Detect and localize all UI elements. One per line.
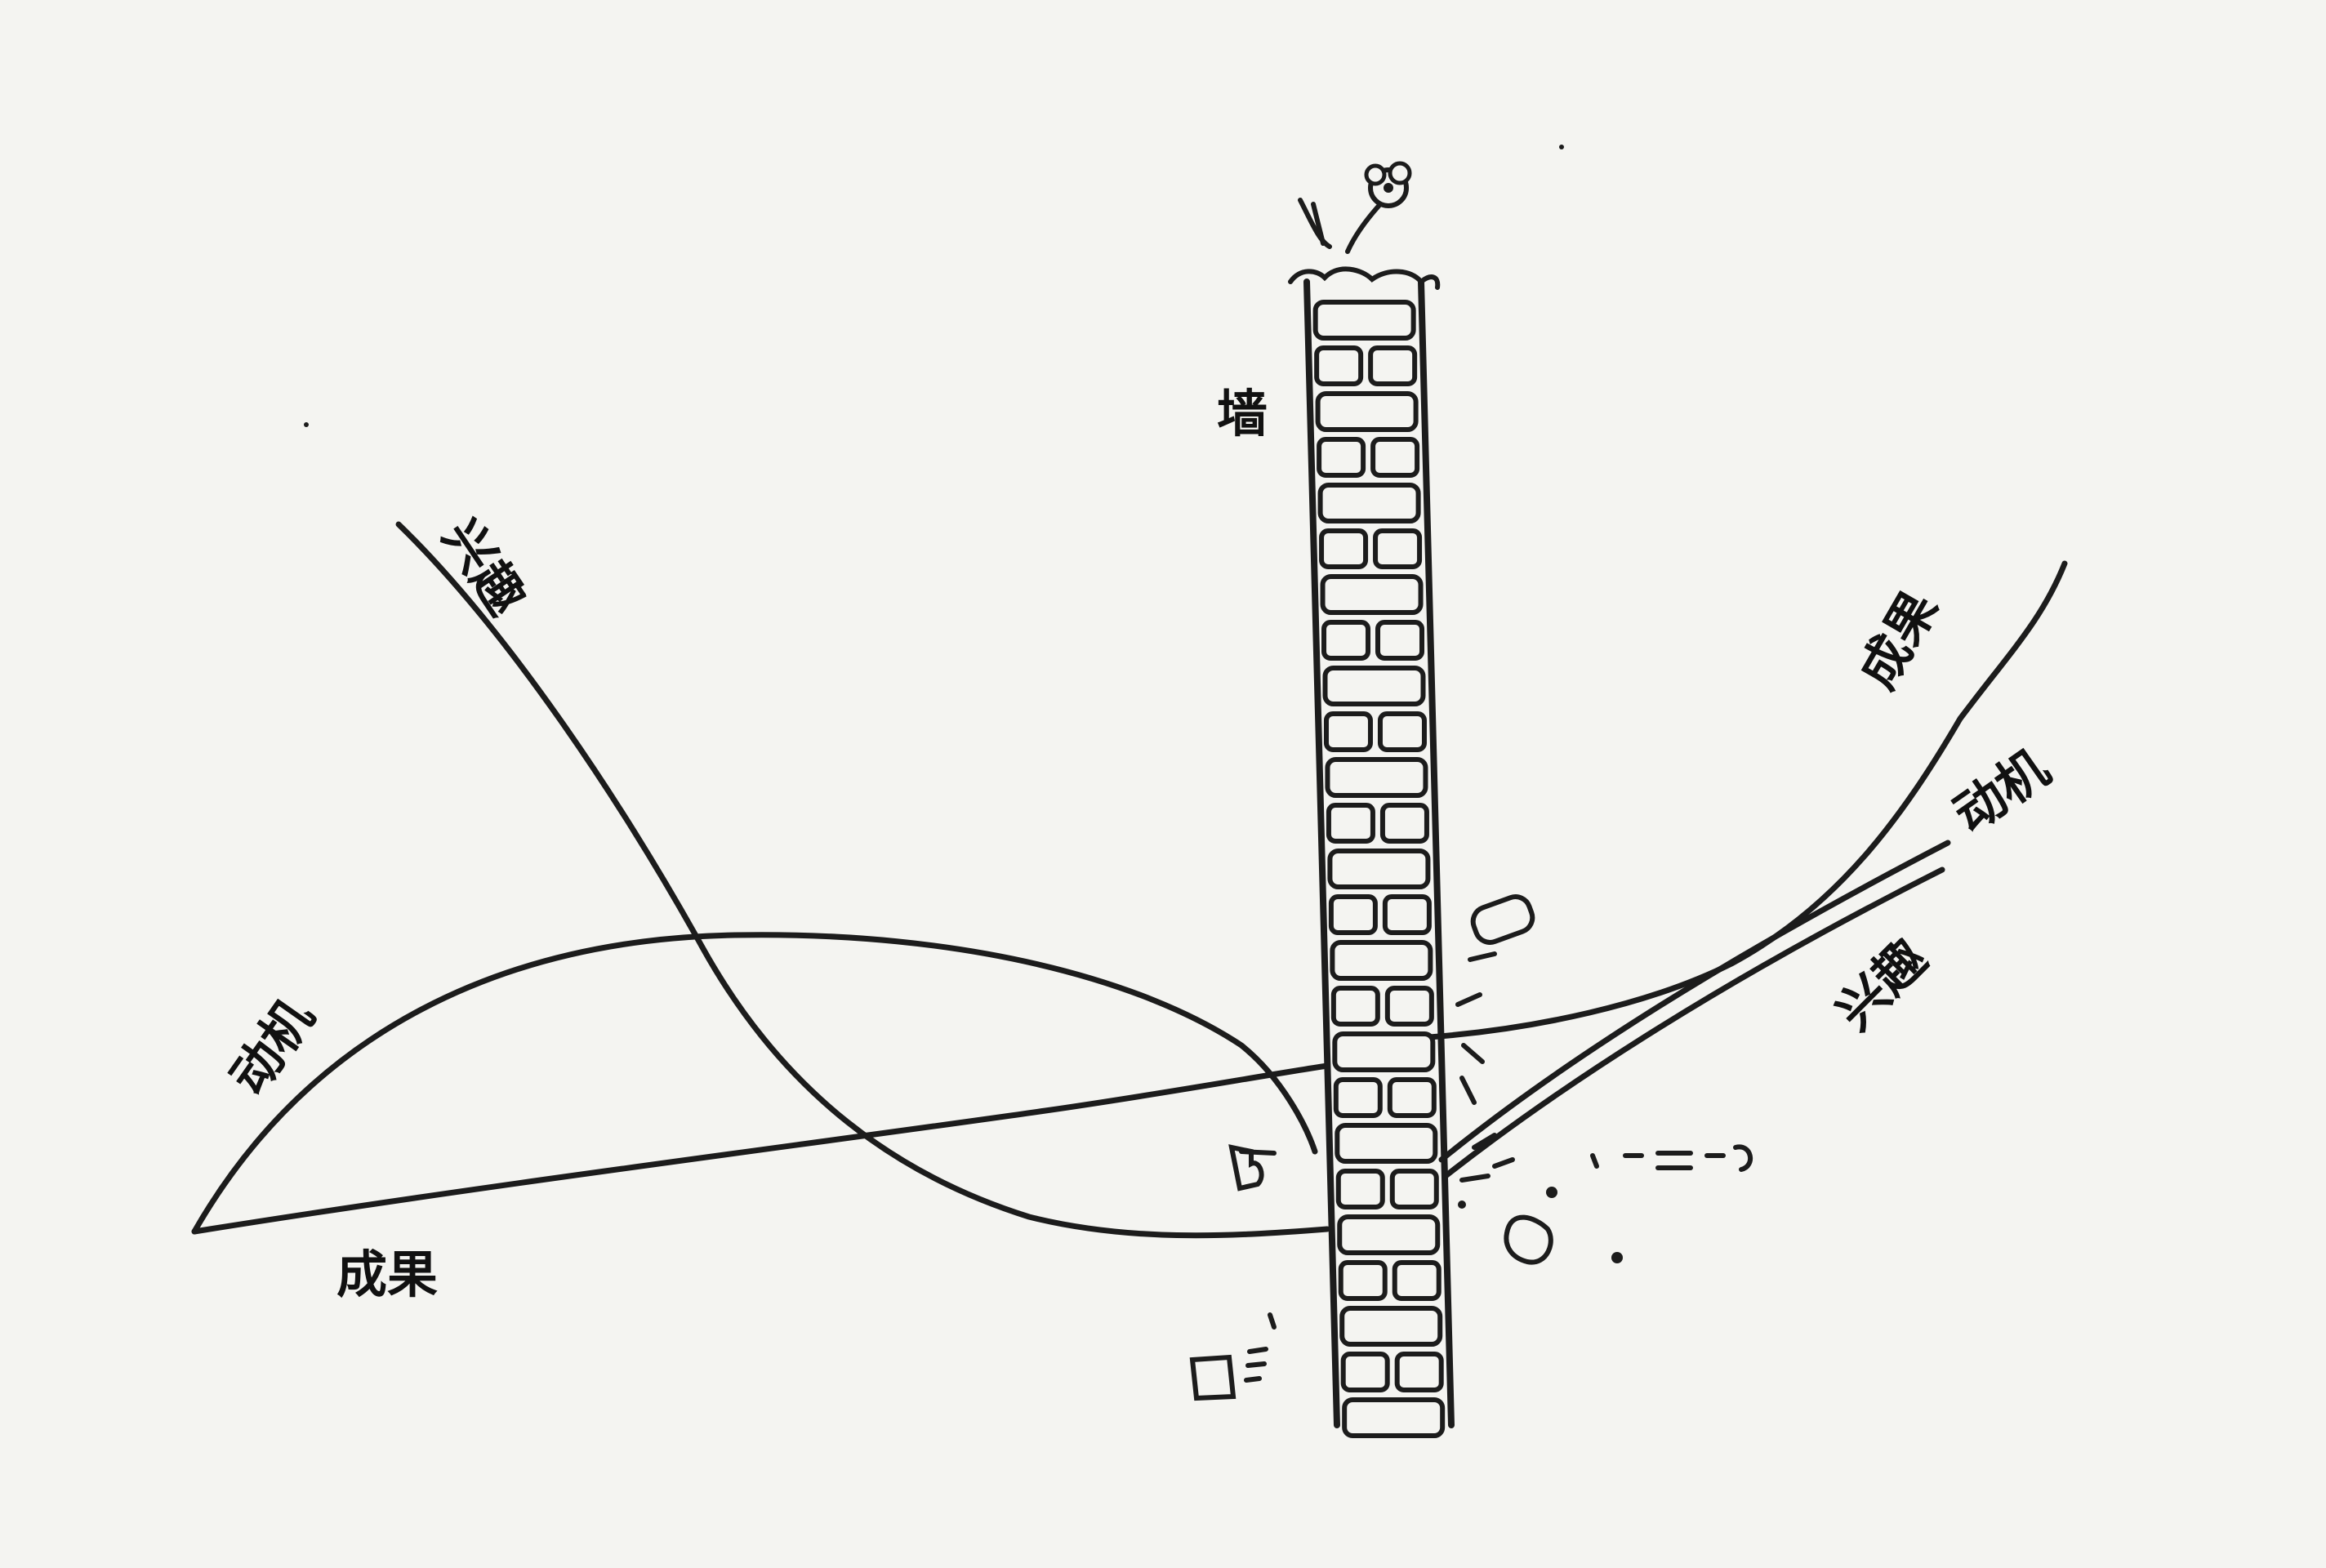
wall-brick bbox=[1384, 986, 1434, 1027]
wall-brick bbox=[1320, 574, 1424, 615]
wall-brick bbox=[1323, 711, 1373, 752]
left-result-line bbox=[191, 1062, 1330, 1235]
wall-brick bbox=[1370, 437, 1420, 478]
wall-brick bbox=[1317, 437, 1366, 478]
wall-brick bbox=[1335, 1123, 1438, 1164]
wall-brick bbox=[1373, 528, 1423, 569]
left-motivation-curve bbox=[191, 932, 1318, 1235]
wall-brick bbox=[1338, 1260, 1388, 1301]
wall-brick bbox=[1333, 1077, 1383, 1118]
wall-brick bbox=[1377, 711, 1427, 752]
right-motivation-label: 动机 bbox=[1943, 737, 2060, 844]
flower-icon bbox=[1298, 161, 1412, 254]
wall-brick bbox=[1382, 894, 1432, 935]
left-interest-curve bbox=[395, 521, 1330, 1239]
wall-brick bbox=[1315, 391, 1419, 432]
left-result-label: 成果 bbox=[336, 1245, 438, 1304]
wall-brick bbox=[1337, 1214, 1441, 1255]
wall-brick bbox=[1392, 1260, 1441, 1301]
broken-fragments bbox=[304, 145, 1753, 1401]
right-result-label: 成果 bbox=[1847, 581, 1949, 699]
wall-brick bbox=[1325, 757, 1428, 798]
wall-brick bbox=[1387, 1077, 1437, 1118]
wall-brick bbox=[1340, 1352, 1390, 1392]
wall-brick bbox=[1312, 300, 1416, 341]
wall-brick bbox=[1319, 528, 1369, 569]
wall-brick bbox=[1327, 849, 1431, 889]
wall-brick bbox=[1339, 1306, 1443, 1347]
wall-brick bbox=[1326, 803, 1375, 844]
wall-brick bbox=[1375, 620, 1425, 661]
wall-brick bbox=[1342, 1397, 1446, 1438]
wall-brick bbox=[1389, 1169, 1439, 1209]
wall-brick bbox=[1330, 986, 1380, 1027]
wall-label: 墙 bbox=[1217, 384, 1268, 443]
right-interest-line bbox=[1442, 866, 1945, 1179]
brick-wall bbox=[1288, 266, 1455, 1438]
wall-brick bbox=[1394, 1352, 1444, 1392]
wall-brick bbox=[1379, 803, 1429, 844]
wall-brick bbox=[1368, 345, 1418, 386]
wall-brick bbox=[1314, 345, 1364, 386]
wall-brick bbox=[1330, 940, 1433, 981]
wall-brick bbox=[1321, 620, 1371, 661]
wall-brick bbox=[1322, 666, 1426, 706]
wall-brick bbox=[1328, 894, 1378, 935]
right-motivation-line bbox=[1438, 840, 1951, 1163]
wall-brick bbox=[1317, 483, 1421, 523]
wall-brick bbox=[1332, 1031, 1436, 1072]
wall-brick bbox=[1335, 1169, 1385, 1209]
right-result-curve bbox=[1426, 560, 2068, 1040]
left-interest-label: 兴趣 bbox=[431, 509, 537, 626]
right-interest-label: 兴趣 bbox=[1825, 928, 1938, 1041]
